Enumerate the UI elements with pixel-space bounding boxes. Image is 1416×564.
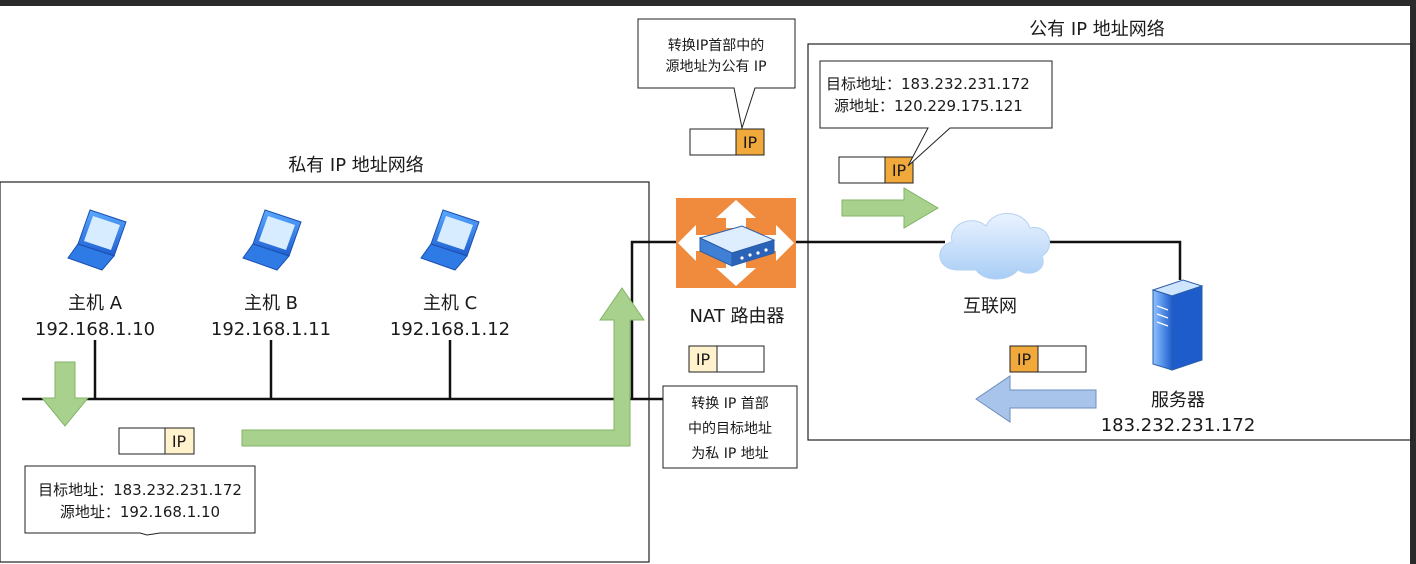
link-internet-server	[1045, 240, 1182, 280]
cloud-icon	[939, 213, 1051, 280]
packet-ip-tag: IP	[743, 133, 758, 152]
callout-top-line1: 转换IP首部中的	[668, 37, 765, 54]
note-return-line2: 中的目标地址	[688, 421, 772, 437]
router-icon	[676, 198, 796, 288]
window-scrollbar[interactable]	[1410, 6, 1416, 564]
callout-top	[637, 18, 796, 130]
note-return-line3: 为私 IP 地址	[691, 446, 768, 462]
host-a-ip: 192.168.1.10	[35, 319, 155, 340]
arrow-lan-to-router-icon	[241, 287, 645, 447]
public-header-dst: 目标地址：183.232.231.172	[826, 75, 1030, 93]
arrow-left-icon	[975, 375, 1097, 423]
host-b-name: 主机 B	[244, 293, 298, 314]
server-icon	[1151, 279, 1204, 371]
host-c-name: 主机 C	[423, 293, 477, 314]
host-b-ip: 192.168.1.11	[211, 319, 331, 340]
private-header-src: 源地址：192.168.1.10	[60, 503, 220, 521]
window-top-border	[0, 0, 1416, 6]
callout-public-header	[819, 60, 1053, 167]
packet-server-return: IP	[1009, 345, 1087, 373]
internet-label: 互联网	[963, 296, 1017, 317]
callout-top-line2: 源地址为公有 IP	[665, 59, 766, 75]
note-return-line1: 转换 IP 首部	[691, 395, 768, 412]
packet-ip-tag: IP	[172, 432, 187, 451]
laptop-icon-host-a	[67, 209, 127, 271]
laptop-icon-host-c	[420, 209, 480, 271]
router-label: NAT 路由器	[689, 306, 784, 327]
arrow-down-icon	[40, 361, 90, 427]
server-ip: 183.232.231.172	[1101, 415, 1256, 436]
private-network-zone	[0, 181, 650, 563]
host-c-ip: 192.168.1.12	[390, 319, 510, 340]
callout-private-header	[24, 465, 256, 536]
arrow-right-icon	[841, 187, 939, 229]
note-return-translate	[662, 385, 798, 469]
packet-top-router: IP	[689, 128, 765, 156]
host-a-name: 主机 A	[68, 293, 123, 314]
packet-lan-outbound: IP	[118, 427, 195, 455]
packet-ip-tag: IP	[696, 350, 711, 369]
private-header-dst: 目标地址：183.232.231.172	[38, 481, 242, 499]
packet-ip-tag: IP	[892, 161, 907, 180]
packet-public-outbound: IP	[838, 156, 914, 184]
packet-ip-tag: IP	[1017, 350, 1032, 369]
public-network-label: 公有 IP 地址网络	[1029, 19, 1165, 40]
server-name: 服务器	[1151, 390, 1205, 411]
link-lan-router	[630, 240, 676, 399]
laptop-icon-host-b	[242, 209, 302, 271]
public-header-src: 源地址：120.229.175.121	[834, 97, 1023, 115]
packet-router-inbound: IP	[688, 345, 765, 373]
private-network-label: 私有 IP 地址网络	[288, 155, 424, 176]
